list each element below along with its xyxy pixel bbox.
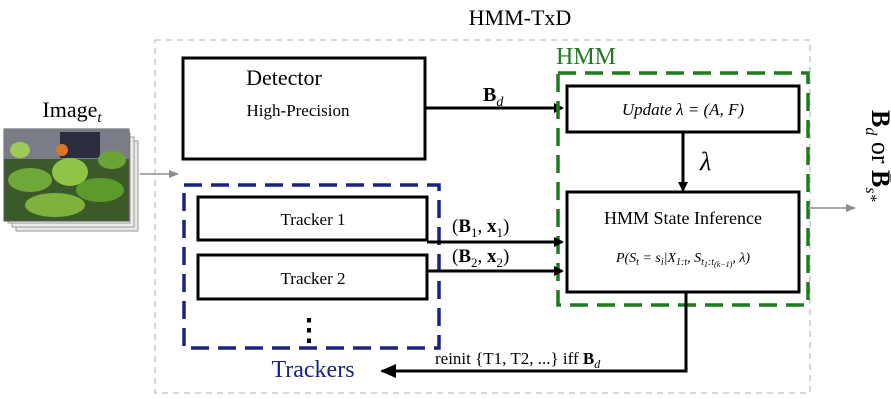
trackers-label: Trackers [271,357,354,383]
update-lambda-box[interactable] [565,84,801,134]
hmm-state-inference-title: HMM State Inference [604,208,762,228]
hmm-state-inference-box[interactable] [565,190,801,294]
input-image-stack [3,128,139,232]
detector-subtitle: High-Precision [247,101,350,120]
output-label: Bd or B̄s* [862,110,891,202]
tracker-2-box[interactable] [196,253,429,301]
hmm-region [556,71,810,307]
tracker-2-output-label: (B2, x2) [452,246,509,270]
update-lambda-label: Update λ = (A, F) [622,100,745,119]
detector-title: Detector [246,65,322,90]
svg-text:Bd or B̄s*: Bd or B̄s* [862,110,891,202]
trackers-region [182,183,441,350]
diagram-title: HMM-TxD [469,5,572,30]
tracker-1-output-label: (B1, x1) [452,216,509,240]
tracker-1-box[interactable] [196,195,429,242]
trackers-ellipsis: ⋮ [294,314,324,347]
input-image-label: Imaget [42,97,102,126]
reinit-label: reinit {T1, T2, ...} iff Bd [435,349,601,371]
tracker-2-label: Tracker 2 [281,269,346,288]
reinit-arrow [380,292,688,378]
outer-frame [154,39,811,394]
hmm-label: HMM [556,44,616,70]
detector-output-label: Bd [483,84,504,110]
tracker-1-label: Tracker 1 [281,210,346,229]
lambda-label: λ [699,147,711,176]
